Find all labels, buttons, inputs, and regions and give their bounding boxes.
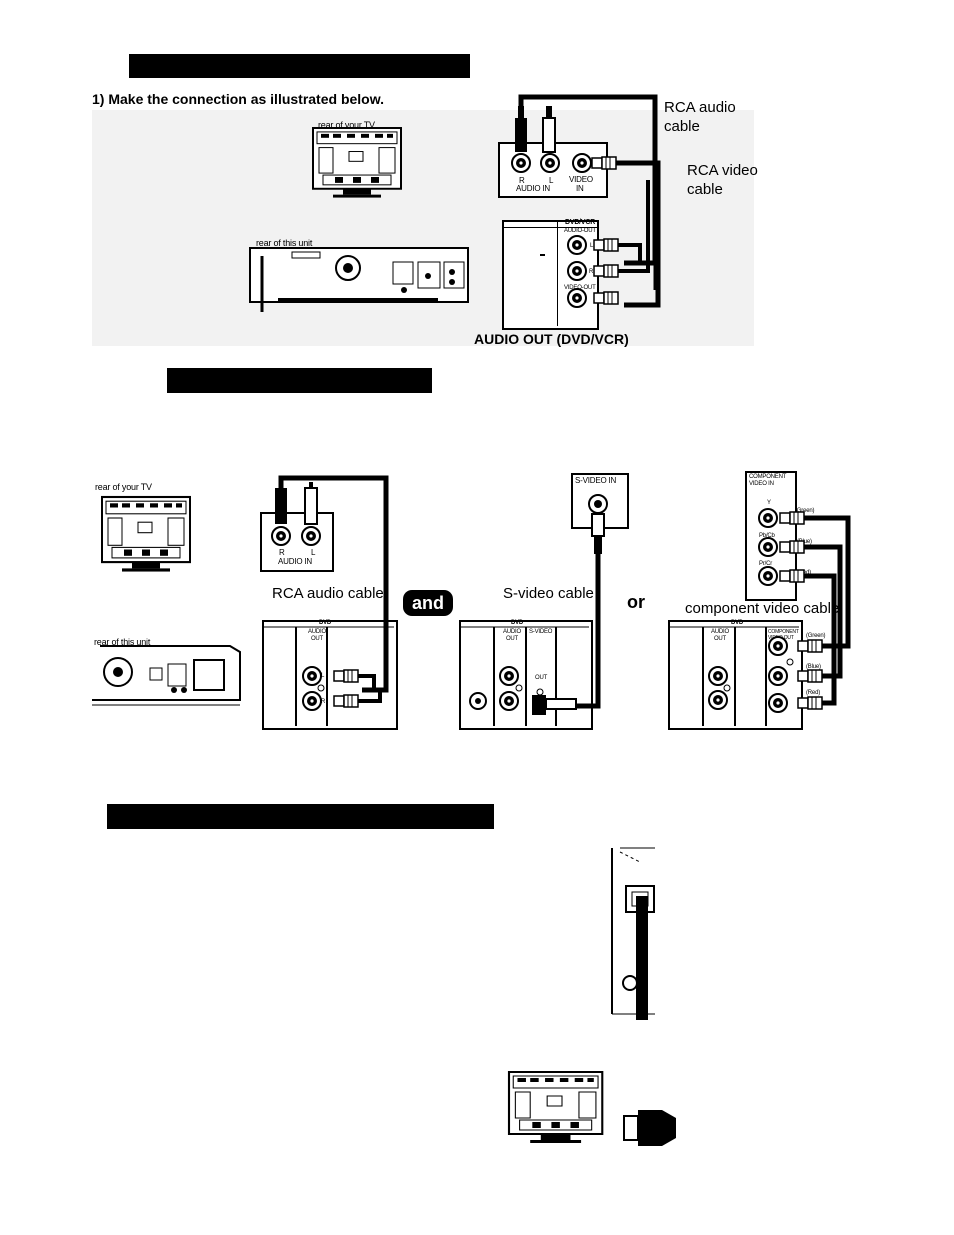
step-2-audio-in-panel [260,512,334,572]
step-2-unit-rear-drawing [92,645,241,706]
dvd-panel-c-red: (Red) [806,690,821,696]
step-1-instruction: 1) Make the connection as illustrated be… [92,91,384,107]
step-2-audio-in-r: R [279,548,285,557]
dvd-panel-a-title: DVD [319,620,332,626]
dvd-panel-b-title: DVD [511,620,524,626]
component-in-green: (Green) [795,508,815,514]
step-1-unit-label: rear of this unit [256,238,313,248]
section-1-heading-bar [129,54,470,78]
wall-outlet-drawing [611,847,655,1020]
dvd-panel-a-audio-out: AUDIO OUT [307,629,326,642]
step-2-unit-label: rear of this unit [94,637,151,647]
step-1-unit-rear-drawing [249,247,469,312]
section-2-heading-bar [167,368,432,393]
step-2-tv-label: rear of your TV [95,482,152,492]
component-in-pb: Pb/Cb [759,533,775,539]
dvd-panel-b-audio-out: AUDIO OUT [502,629,521,642]
component-in-y: Y [767,500,771,506]
dvd-panel-b-out: OUT [535,675,548,681]
step-1-audio-plugs [515,106,556,153]
svideo-in-label: S-VIDEO IN [575,476,617,485]
step-1-tv-rear-drawing [312,127,402,199]
rca-audio-cable-text: RCA audio cable [664,99,736,135]
step-3-tv-rear-drawing [507,1070,604,1145]
tv-video-in-label: IN [576,184,584,193]
section-3-heading-bar [107,804,494,829]
dvdvcr-panel-divider [557,222,558,326]
step-1-tv-label: rear of your TV [318,120,375,130]
or-label: or [627,592,645,612]
tv-video-label: VIDEO [569,175,593,184]
tv-jack-r-label: R [519,176,525,185]
dvd-panel-c-audio-out: AUDIO OUT [710,629,729,642]
dvdvcr-l-label: L [590,243,594,249]
step-2-rca-audio-cable-label: RCA audio cable [272,585,384,602]
dvdvcr-video-out-label: VIDEO-OUT [564,285,596,291]
dvd-panel-c-title: DVD [731,620,744,626]
component-in-title: COMPONENT VIDEO IN [749,474,787,487]
tv-jack-l-label: L [549,176,554,185]
audio-out-caption: AUDIO OUT (DVD/VCR) [474,331,629,347]
dvdvcr-panel-rule [504,227,597,228]
svideo-cable-label: S-video cable [503,585,594,602]
step-2-audio-in-label: AUDIO IN [278,557,312,566]
dvdvcr-audio-out-label: AUDIO-OUT [564,228,596,234]
tv-audio-in-label: AUDIO IN [516,184,550,193]
rca-video-cable-text: RCA video cable [687,162,758,198]
dvdvcr-panel-title: DVD/VCR [565,219,596,226]
hdmi-plug-drawing [623,1110,676,1146]
rca-video-cable-label: RCA video cable [687,161,763,199]
step-2-tv-rear-drawing [100,495,192,573]
component-in-pr: Pr/Cr [759,561,772,567]
component-video-cable-label: component video cable [685,600,840,617]
dvd-panel-a-l: L [321,673,325,679]
dvd-panel-c-blue: (Blue) [806,664,821,670]
and-badge: and [403,590,453,616]
dvd-panel-b-svideo: S-VIDEO [529,629,553,635]
dvdvcr-r-label: R [589,269,594,275]
dvd-panel-a-r: R [321,699,326,705]
dvd-panel-c-green: (Green) [806,633,826,639]
rca-audio-cable-label: RCA audio cable [664,98,744,136]
step-2-audio-in-l: L [311,548,316,557]
